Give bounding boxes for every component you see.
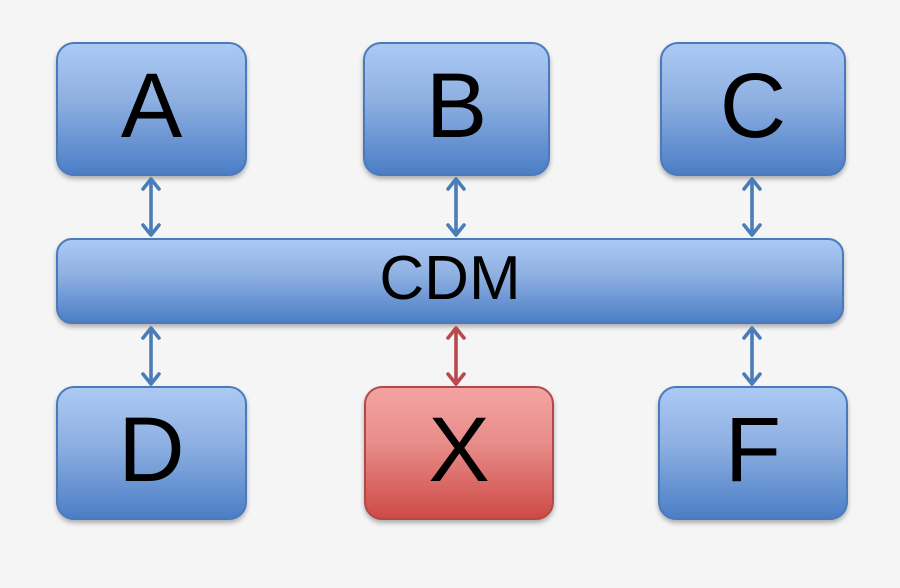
arrow-cdm-d-bidirectional-icon <box>141 326 161 386</box>
node-c: C <box>660 42 846 176</box>
arrow-cdm-x-bidirectional-icon <box>446 326 466 386</box>
node-x: X <box>364 386 554 520</box>
arrow-b-cdm-bidirectional-icon <box>446 177 466 237</box>
arrow-a-cdm-bidirectional-icon <box>141 177 161 237</box>
node-c-label: C <box>719 55 787 157</box>
arrow-cdm-f-bidirectional-icon <box>742 326 762 386</box>
node-b-label: B <box>425 55 488 157</box>
node-f: F <box>658 386 848 520</box>
node-f-label: F <box>724 399 782 501</box>
node-b: B <box>363 42 550 176</box>
node-x-label: X <box>428 399 490 501</box>
node-a: A <box>56 42 247 176</box>
bus-cdm: CDM <box>56 238 844 324</box>
node-d: D <box>56 386 247 520</box>
node-a-label: A <box>120 55 183 157</box>
arrow-c-cdm-bidirectional-icon <box>742 177 762 237</box>
bus-cdm-label: CDM <box>379 244 521 313</box>
node-d-label: D <box>118 399 185 501</box>
